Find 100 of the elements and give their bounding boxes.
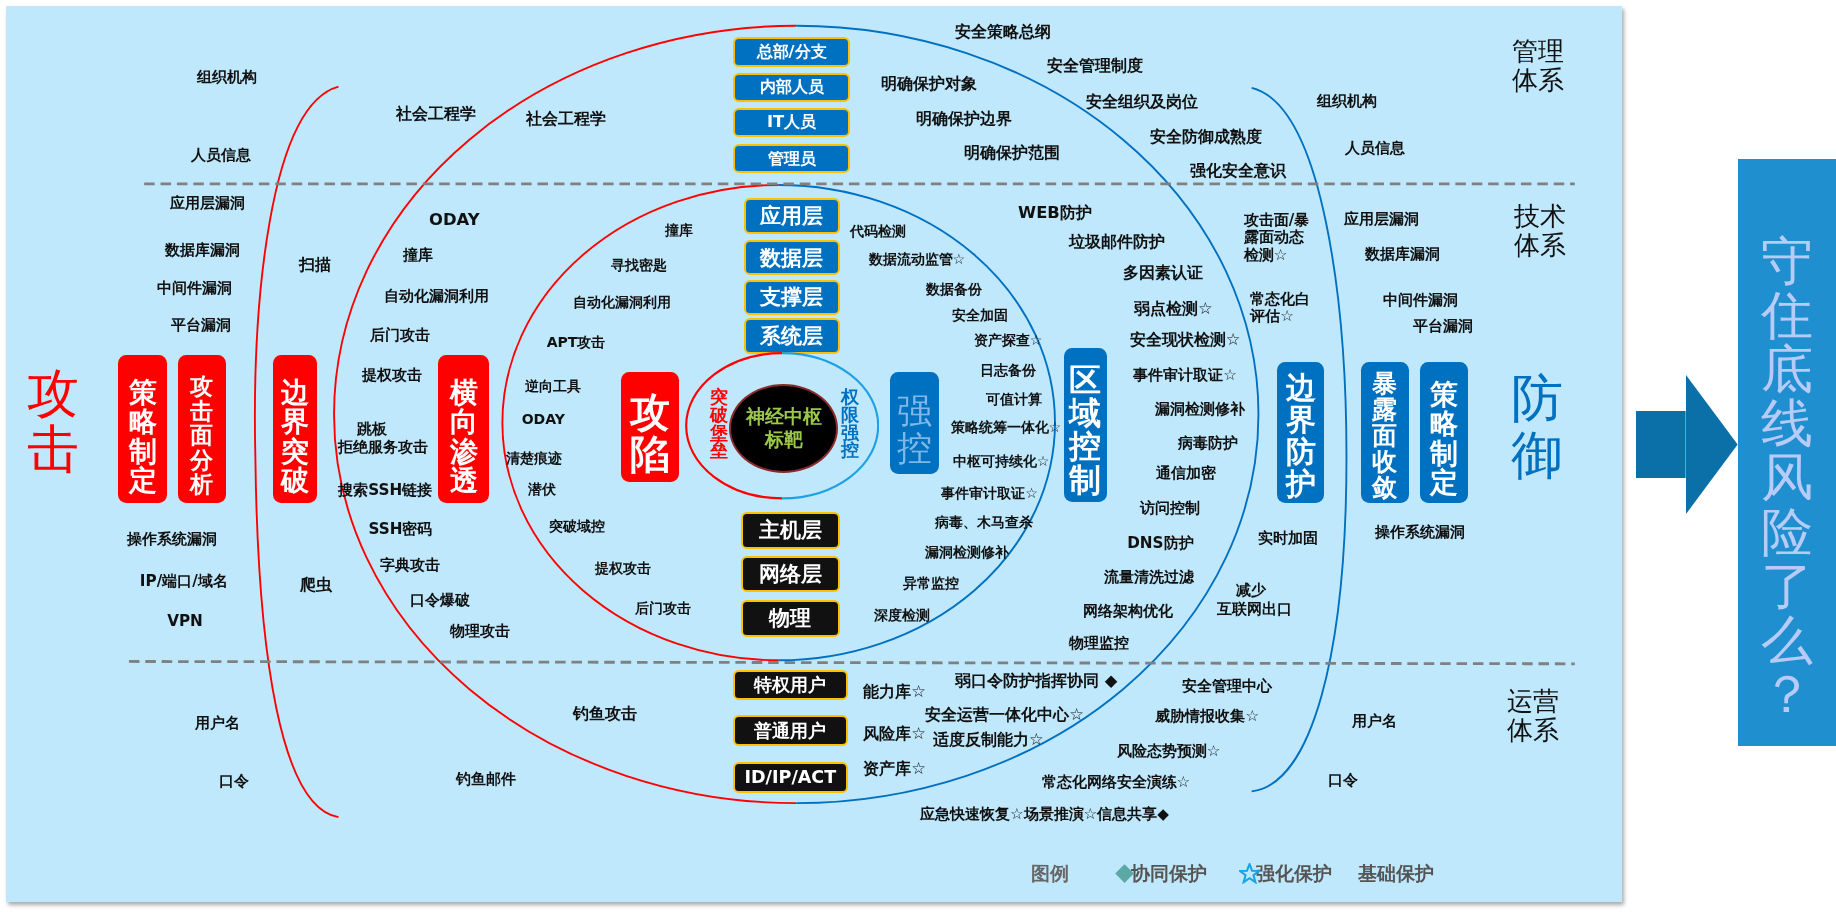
item-text: 应用层漏洞 xyxy=(169,195,245,213)
item-text: 安全管理制度 xyxy=(1046,56,1143,75)
item-text: 后门攻击 xyxy=(370,327,431,345)
attack-stage-tag: 策略制定 xyxy=(118,354,168,504)
item-text: 事件审计取证☆ xyxy=(941,484,1038,501)
section-heading: 技术体系 xyxy=(1513,202,1567,262)
layer-tag: 网络层 xyxy=(741,556,840,593)
item-text: 钓鱼攻击 xyxy=(573,704,638,724)
item-text: 常态化白评估☆ xyxy=(1250,290,1312,326)
layer-tag: 物理 xyxy=(741,599,840,637)
item-text: 代码检测 xyxy=(850,222,907,239)
legend-title: 图例 xyxy=(1031,862,1070,885)
item-text: 适度反制能力☆ xyxy=(932,730,1044,750)
item-text: 自动化漏洞利用 xyxy=(384,288,490,307)
item-text: 跳板 xyxy=(357,420,388,439)
item-text: 深度检测 xyxy=(873,606,930,623)
item-text: 中间件漏洞 xyxy=(1382,292,1458,310)
defense-stage-tag: 区域控制 xyxy=(1064,347,1107,503)
item-text: APT攻击 xyxy=(546,333,606,350)
item-text: 字典攻击 xyxy=(379,556,440,575)
ring-ellipse xyxy=(685,352,880,500)
item-text: 减少 xyxy=(1235,582,1266,601)
item-text: 实时加固 xyxy=(1258,529,1318,548)
item-text: 口令爆破 xyxy=(410,591,471,610)
item-text: 网络架构优化 xyxy=(1082,603,1173,622)
defense-stage-tag: 策略制定 xyxy=(1420,361,1469,504)
item-text: 流量清洗过滤 xyxy=(1103,569,1194,588)
item-text: 撞库 xyxy=(665,221,694,238)
item-text: 风险库☆ xyxy=(863,724,926,744)
legend-label: 协同保护 xyxy=(1130,862,1207,885)
item-text: 操作系统漏洞 xyxy=(1375,524,1466,542)
item-text: 拒绝服务攻击 xyxy=(337,439,428,458)
item-text: 中枢可持续化☆ xyxy=(952,453,1050,470)
item-text: DNS防护 xyxy=(1127,535,1194,554)
item-text: 数据库漏洞 xyxy=(1365,246,1441,264)
layer-tag: 主机层 xyxy=(741,511,840,550)
item-text: 安全现状检测☆ xyxy=(1129,330,1241,349)
item-text: 钓鱼邮件 xyxy=(455,771,516,789)
item-text: 潜伏 xyxy=(528,481,557,498)
item-text: 寻找密匙 xyxy=(611,256,668,273)
attack-stage-tag: 边界突破 xyxy=(272,354,318,504)
layer-tag: 应用层 xyxy=(743,197,840,235)
item-text: 后门攻击 xyxy=(634,599,691,616)
item-text: 扫描 xyxy=(298,255,331,275)
item-text: ODAY xyxy=(429,210,480,230)
item-text: 能力库☆ xyxy=(863,682,926,702)
item-text: 人员信息 xyxy=(1344,139,1405,158)
item-text: 数据备份 xyxy=(926,281,983,298)
side-label: 权限强控 xyxy=(840,388,860,461)
item-text: 安全加固 xyxy=(952,306,1009,324)
item-text: 社会工程学 xyxy=(525,110,606,129)
item-text: 提权攻击 xyxy=(594,559,651,576)
item-text: 人员信息 xyxy=(191,146,252,165)
item-text: 事件审计取证☆ xyxy=(1133,367,1237,385)
item-text: 安全运营一体化中心☆ xyxy=(925,706,1084,725)
item-text: 常态化网络安全演练☆ xyxy=(1041,774,1191,793)
item-text: 爬虫 xyxy=(300,576,333,595)
item-text: 弱点检测☆ xyxy=(1133,299,1213,319)
role-tag: 总部/分支 xyxy=(733,37,851,67)
role-tag: 内部人员 xyxy=(733,72,851,102)
item-text: 平台漏洞 xyxy=(1412,317,1473,336)
section-heading: 运营体系 xyxy=(1506,686,1560,747)
item-text: 明确保护对象 xyxy=(880,74,977,94)
item-text: 平台漏洞 xyxy=(171,316,232,335)
item-text: 撞库 xyxy=(403,247,433,266)
item-text: 清楚痕迹 xyxy=(505,449,562,466)
item-text: 数据库漏洞 xyxy=(165,241,241,260)
item-text: 安全防御成熟度 xyxy=(1150,127,1263,147)
item-text: 病毒防护 xyxy=(1178,435,1239,453)
block-arrow xyxy=(1636,374,1738,515)
item-text: 组织机构 xyxy=(1316,93,1377,111)
user-tag: ID/IP/ACT xyxy=(733,762,848,793)
attack-stage-tag: 攻陷 xyxy=(620,372,680,483)
item-text: 中间件漏洞 xyxy=(156,280,232,298)
item-text: 物理监控 xyxy=(1069,635,1130,653)
item-text: 应急快速恢复☆场景推演☆信息共享◆ xyxy=(919,806,1169,824)
item-text: 口令 xyxy=(1328,772,1359,790)
item-text: 用户名 xyxy=(1352,713,1398,732)
question-banner: 守住底线风险了么？ xyxy=(1737,159,1836,746)
legend-label: 基础保护 xyxy=(1357,862,1434,885)
item-text: 多因素认证 xyxy=(1122,263,1203,283)
role-tag: IT人员 xyxy=(733,107,851,137)
legend-label: 强化保护 xyxy=(1255,862,1332,885)
item-text: 威胁情报收集☆ xyxy=(1155,707,1260,726)
item-text: 明确保护边界 xyxy=(915,110,1012,129)
item-text: 资产库☆ xyxy=(863,759,926,779)
item-text: 通信加密 xyxy=(1156,465,1217,483)
item-text: 漏洞检测修补 xyxy=(1155,401,1246,419)
side-heading: 防御 xyxy=(1510,370,1565,485)
item-text: 提权攻击 xyxy=(362,367,423,385)
role-tag: 管理员 xyxy=(733,144,851,174)
user-tag: 普通用户 xyxy=(733,715,848,746)
defense-stage-tag: 强控 xyxy=(889,372,940,475)
item-text: 自动化漏洞利用 xyxy=(572,294,671,311)
attack-stage-tag: 横向渗透 xyxy=(437,354,490,504)
side-label: 突破堡垒 xyxy=(709,388,728,461)
item-text: 弱口令防护指挥协同 ◆ xyxy=(955,672,1118,691)
item-text: 安全组织及岗位 xyxy=(1085,92,1198,112)
item-text: 明确保护范围 xyxy=(963,143,1060,163)
layer-tag: 系统层 xyxy=(743,318,840,354)
